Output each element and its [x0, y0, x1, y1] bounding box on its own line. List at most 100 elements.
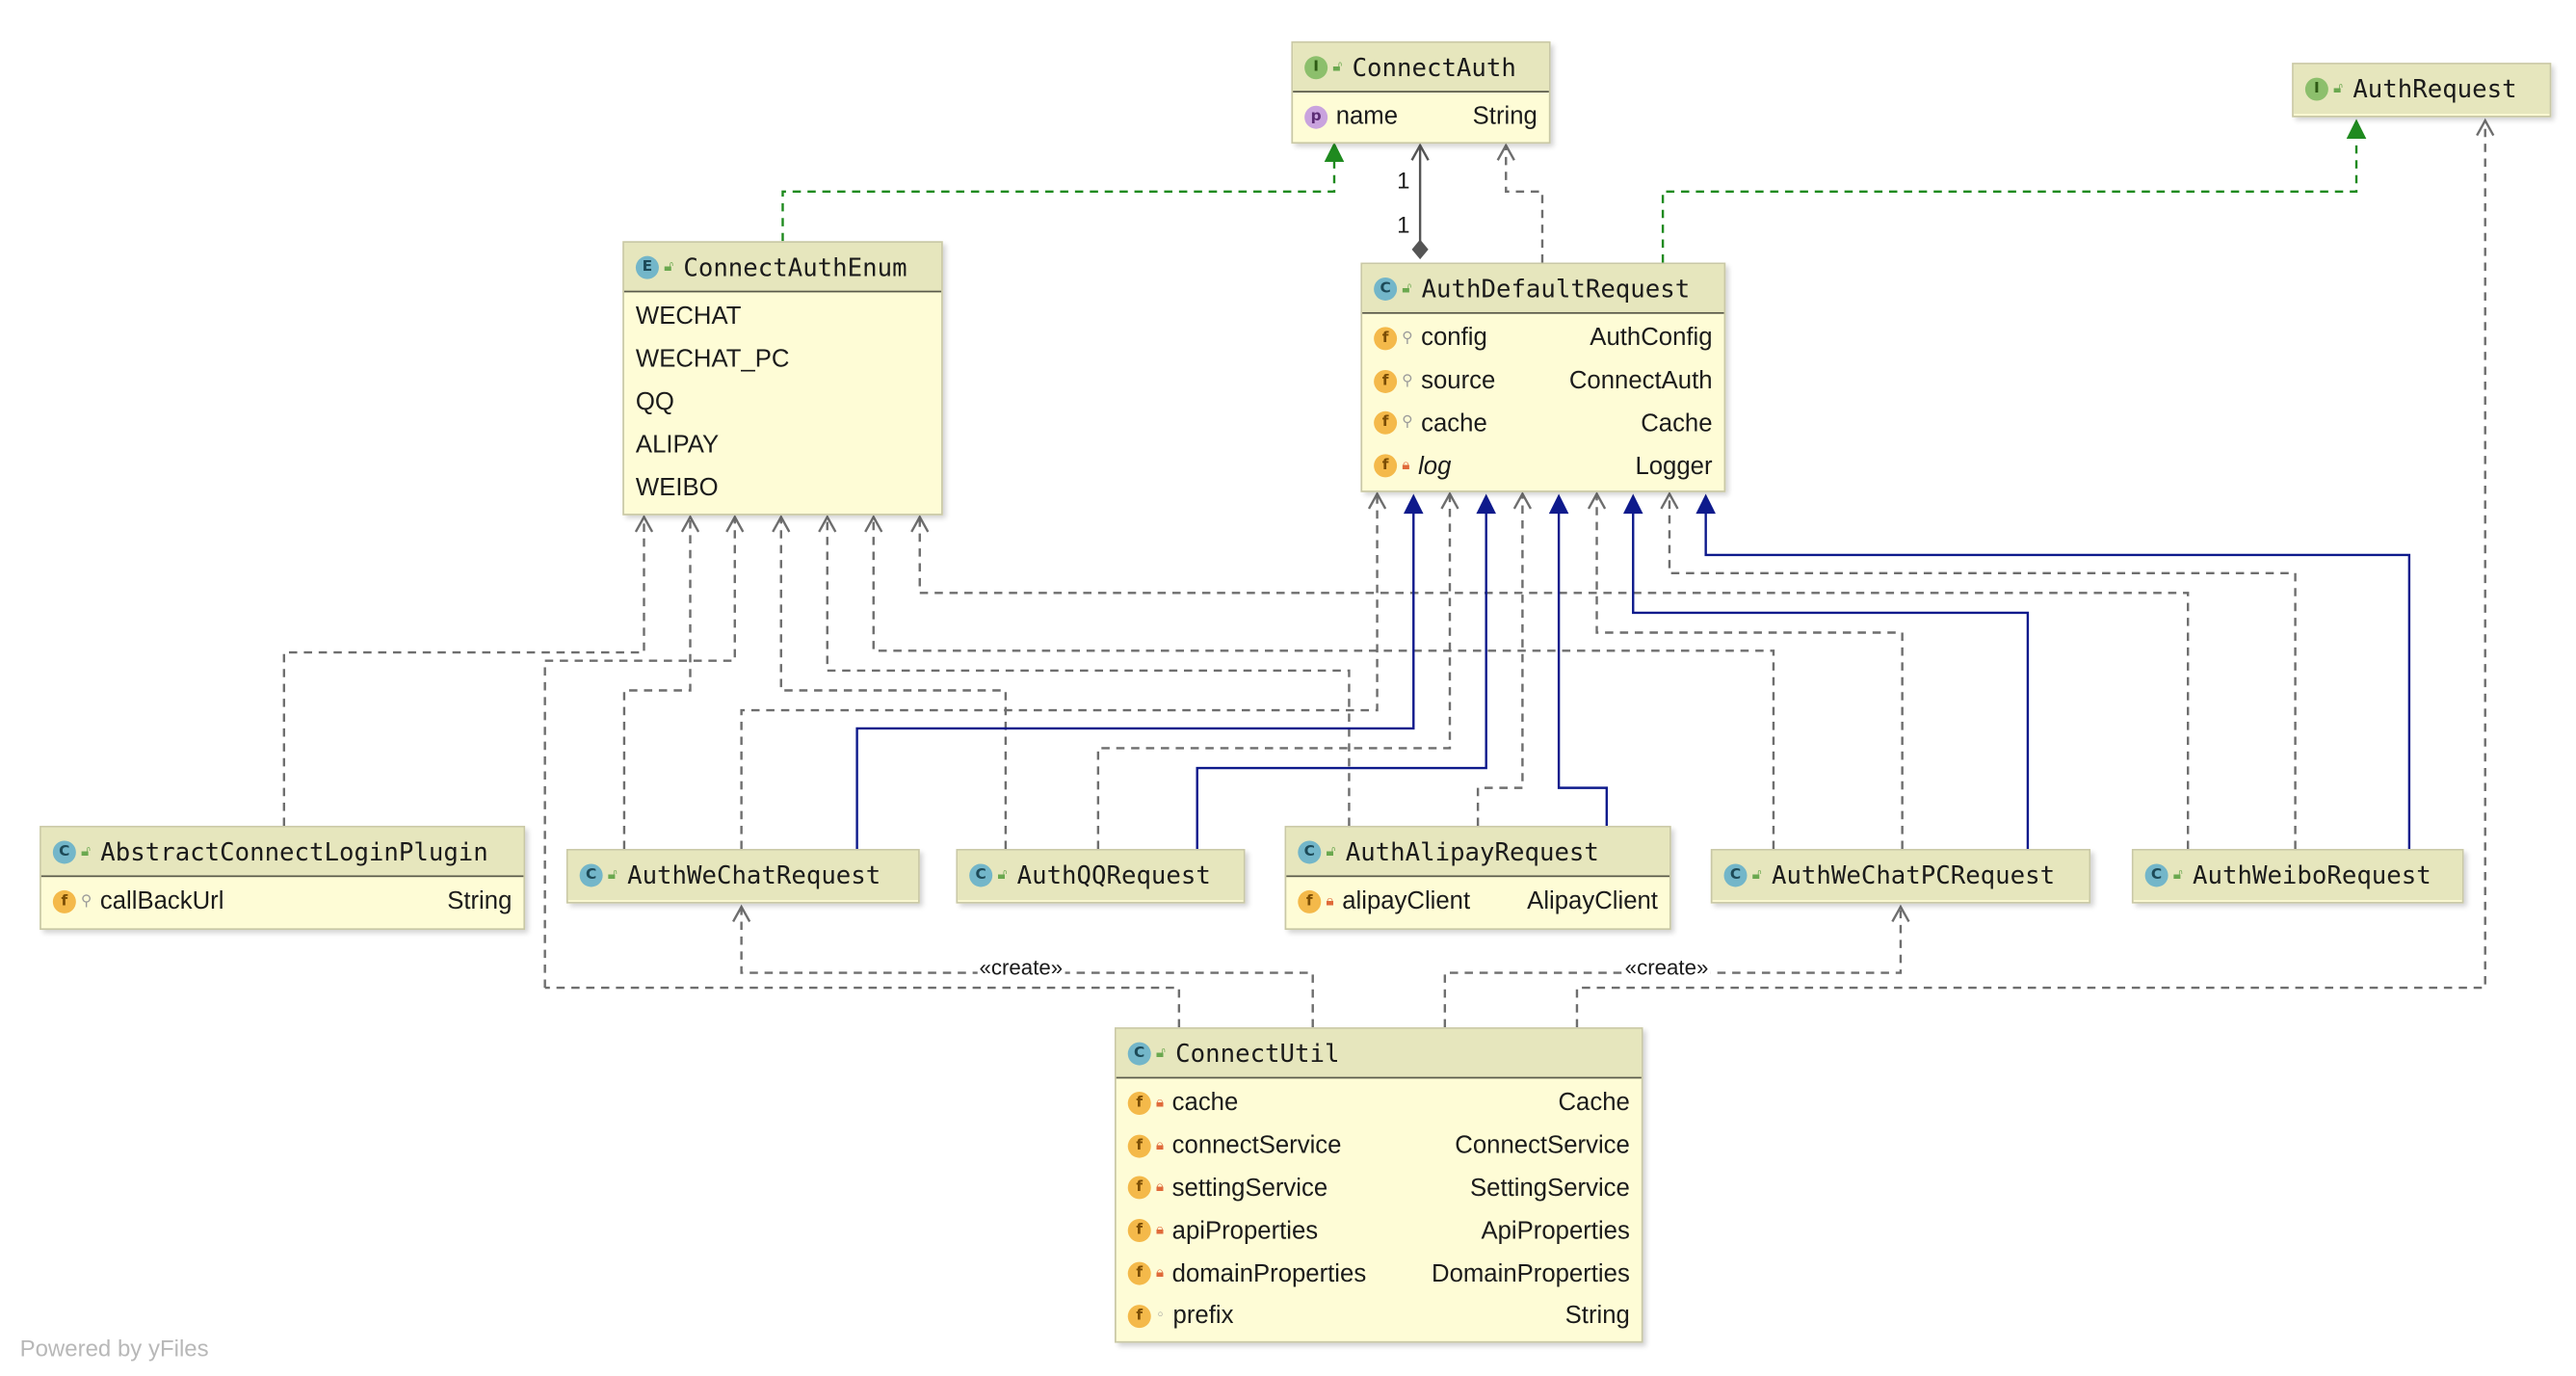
enum-value: ALIPAY	[635, 431, 720, 460]
dependency-edge	[740, 493, 1379, 850]
static-field-icon: f	[1374, 454, 1398, 478]
class-node-auth-wechat-request[interactable]: C 🔓︎ AuthWeChatRequest	[565, 849, 920, 904]
class-node-auth-wechat-pc-request[interactable]: C 🔓︎ AuthWeChatPCRequest	[1710, 849, 2091, 904]
inheritance-edge	[1196, 512, 1487, 850]
class-header: C 🔓︎ AuthAlipayRequest	[1286, 827, 1669, 878]
class-header: C 🔓︎ AbstractConnectLoginPlugin	[40, 827, 524, 878]
class-node-connect-auth-enum[interactable]: E 🔓︎ ConnectAuthEnum WECHAT WECHAT_PC QQ…	[622, 241, 943, 516]
class-header: C 🔓︎ AuthDefaultRequest	[1362, 264, 1724, 314]
class-icon: C	[1723, 863, 1748, 887]
dependency-edge	[1668, 493, 2297, 850]
field-icon: f	[1127, 1134, 1151, 1158]
class-title: AuthAlipayRequest	[1345, 836, 1599, 867]
dependency-arrowhead	[1660, 491, 1679, 510]
public-icon: 🔓︎	[1332, 58, 1343, 75]
field-name: cache	[1421, 410, 1487, 438]
enum-value: QQ	[635, 387, 674, 416]
dependency-arrowhead	[1367, 491, 1387, 510]
private-lock-icon: 🔒︎	[1155, 1137, 1165, 1154]
field-type: String	[447, 887, 513, 916]
enum-icon: E	[635, 254, 659, 278]
inheritance-edge	[1557, 512, 1609, 827]
inheritance-edge	[855, 512, 1415, 850]
class-node-connect-util[interactable]: C 🔓︎ ConnectUtil f 🔒︎ cache Cache f 🔒︎ c…	[1115, 1027, 1643, 1343]
dependency-edge	[1096, 493, 1452, 850]
package-private-icon: ⚲	[1402, 330, 1413, 347]
inheritance-arrowhead	[1695, 493, 1716, 515]
class-header: C 🔓︎ AuthQQRequest	[958, 850, 1244, 901]
class-icon: C	[1374, 277, 1398, 301]
yfiles-watermark: Powered by yFiles	[19, 1334, 209, 1362]
field-name: alipayClient	[1342, 887, 1471, 916]
class-title: AuthDefaultRequest	[1421, 273, 1691, 304]
field-row: f 🔒︎ settingService SettingService	[1117, 1167, 1642, 1209]
field-name: source	[1421, 366, 1496, 395]
class-title: AuthWeChatPCRequest	[1771, 860, 2056, 890]
public-icon: 🔓︎	[1402, 279, 1412, 297]
protected-icon: ◦	[1155, 1308, 1165, 1325]
package-private-icon: ⚲	[80, 893, 92, 911]
field-icon: f	[1127, 1177, 1151, 1201]
dependency-edge	[544, 986, 1181, 1028]
class-node-connect-auth[interactable]: I 🔓︎ ConnectAuth p name String	[1291, 40, 1551, 145]
field-list: f 🔒︎ alipayClient AlipayClient	[1286, 877, 1669, 923]
field-list: f 🔒︎ cache Cache f 🔒︎ connectService Con…	[1117, 1078, 1642, 1337]
dependency-arrowhead	[910, 515, 930, 533]
field-row: f ⚲ config AuthConfig	[1362, 317, 1723, 359]
field-row: f 🔒︎ apiProperties ApiProperties	[1117, 1209, 1642, 1252]
public-icon: 🔓︎	[2333, 80, 2344, 98]
association-arrowhead	[1410, 143, 1430, 161]
dependency-edge	[282, 516, 645, 827]
public-icon: 🔓︎	[664, 258, 674, 276]
realization-arrowhead	[2346, 119, 2367, 139]
public-icon: 🔓︎	[997, 866, 1008, 885]
dependency-arrowhead	[634, 515, 654, 533]
class-icon: C	[579, 863, 603, 887]
interface-icon: I	[2304, 77, 2328, 101]
field-icon: f	[1374, 327, 1398, 351]
field-row: f ◦ prefix String	[1117, 1295, 1642, 1337]
class-node-auth-alipay-request[interactable]: C 🔓︎ AuthAlipayRequest f 🔒︎ alipayClient…	[1284, 826, 1671, 931]
class-icon: C	[969, 863, 993, 887]
dependency-edge	[1505, 145, 1544, 263]
class-node-auth-request[interactable]: I 🔓︎ AuthRequest	[2292, 63, 2552, 118]
field-name: settingService	[1171, 1174, 1328, 1203]
field-name: name	[1335, 102, 1399, 132]
dependency-arrowhead	[732, 904, 751, 923]
create-label-right: «create»	[1622, 954, 1711, 980]
dependency-arrowhead	[2476, 118, 2495, 137]
class-header: C 🔓︎ ConnectUtil	[1116, 1028, 1642, 1079]
field-name: log	[1418, 452, 1452, 481]
property-icon: p	[1304, 105, 1328, 129]
field-type: ConnectService	[1455, 1131, 1630, 1160]
public-icon: 🔓︎	[80, 843, 92, 860]
public-icon: 🔓︎	[2172, 866, 2183, 885]
class-node-auth-default-request[interactable]: C 🔓︎ AuthDefaultRequest f ⚲ config AuthC…	[1360, 262, 1726, 492]
class-icon: C	[1298, 839, 1322, 863]
field-icon: f	[1127, 1219, 1151, 1243]
field-type: Cache	[1641, 410, 1713, 438]
field-name: prefix	[1172, 1302, 1234, 1331]
package-private-icon: ⚲	[1402, 372, 1413, 389]
field-name: callBackUrl	[99, 887, 224, 916]
class-node-auth-qq-request[interactable]: C 🔓︎ AuthQQRequest	[956, 849, 1246, 904]
field-row: f 🔒︎ alipayClient AlipayClient	[1286, 881, 1669, 923]
field-row: p name String	[1293, 95, 1549, 138]
class-header: E 🔓︎ ConnectAuthEnum	[623, 242, 942, 293]
realization-arrowhead	[1324, 142, 1345, 162]
class-title: AuthWeChatRequest	[627, 860, 881, 890]
class-node-abstract-connect-login-plugin[interactable]: C 🔓︎ AbstractConnectLoginPlugin f ⚲ call…	[39, 826, 526, 931]
dependency-edge	[918, 516, 2190, 850]
class-node-auth-weibo-request[interactable]: C 🔓︎ AuthWeiboRequest	[2131, 849, 2464, 904]
field-row: f 🔒︎ domainProperties DomainProperties	[1117, 1253, 1642, 1295]
field-type: String	[1564, 1302, 1630, 1331]
dependency-arrowhead	[1587, 491, 1607, 510]
multiplicity-top: 1	[1397, 167, 1410, 194]
dependency-edge	[872, 516, 1775, 850]
field-icon: f	[1374, 369, 1398, 393]
create-edge	[740, 907, 1314, 1028]
dependency-arrowhead	[1512, 491, 1533, 510]
public-icon: 🔓︎	[607, 866, 618, 885]
